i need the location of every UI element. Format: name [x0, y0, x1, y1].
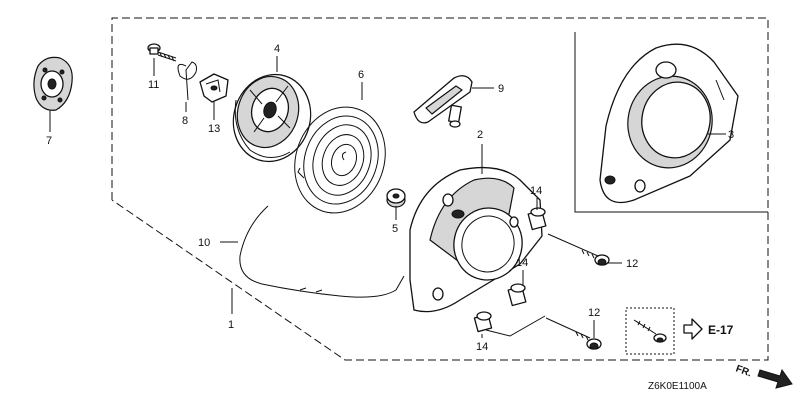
part-7-plate	[33, 56, 73, 111]
part-13-guide	[199, 73, 229, 103]
diagram-code: Z6K0E1100A	[648, 381, 707, 392]
part-14-collar-top	[527, 207, 547, 231]
fr-direction-arrow	[757, 368, 793, 389]
reference-box	[625, 307, 675, 355]
callout-7: 7	[46, 135, 52, 147]
callout-10: 10	[198, 237, 210, 249]
callout-14-top: 14	[530, 185, 542, 197]
part-11-bolt	[147, 43, 177, 62]
part-6-spiral-spring	[294, 106, 386, 214]
callout-6: 6	[358, 69, 364, 81]
callout-2: 2	[477, 129, 483, 141]
callout-12-lower: 12	[588, 307, 600, 319]
callout-5: 5	[392, 223, 398, 235]
callout-11: 11	[148, 79, 159, 91]
reference-arrow	[683, 318, 703, 340]
callout-9: 9	[498, 83, 504, 95]
fr-label: FR.	[734, 364, 753, 380]
part-14-collar-mid	[507, 283, 527, 307]
part-12-bolt-lower	[545, 317, 602, 350]
callout-12-upper: 12	[626, 258, 638, 270]
part-14-collar-low	[473, 311, 493, 333]
part-3-cover	[599, 43, 739, 204]
part-2-starter-case	[409, 166, 543, 313]
part-8-spring-clip	[177, 61, 197, 101]
callout-14-mid: 14	[516, 257, 528, 269]
callout-1: 1	[228, 319, 234, 331]
assembly-outline	[111, 17, 769, 361]
callout-8: 8	[182, 115, 188, 127]
part-4-reel	[232, 73, 312, 163]
callout-4: 4	[274, 43, 280, 55]
part-5-nut	[386, 188, 406, 208]
callout-14-low: 14	[476, 341, 488, 353]
part-10-rope	[239, 205, 405, 298]
callout-13: 13	[208, 123, 220, 135]
part-12-bolt-upper	[547, 233, 610, 266]
cover-inset-box	[574, 32, 768, 213]
part-9-handle	[413, 75, 473, 128]
callout-3: 3	[728, 129, 734, 141]
reference-label: E-17	[708, 323, 734, 337]
